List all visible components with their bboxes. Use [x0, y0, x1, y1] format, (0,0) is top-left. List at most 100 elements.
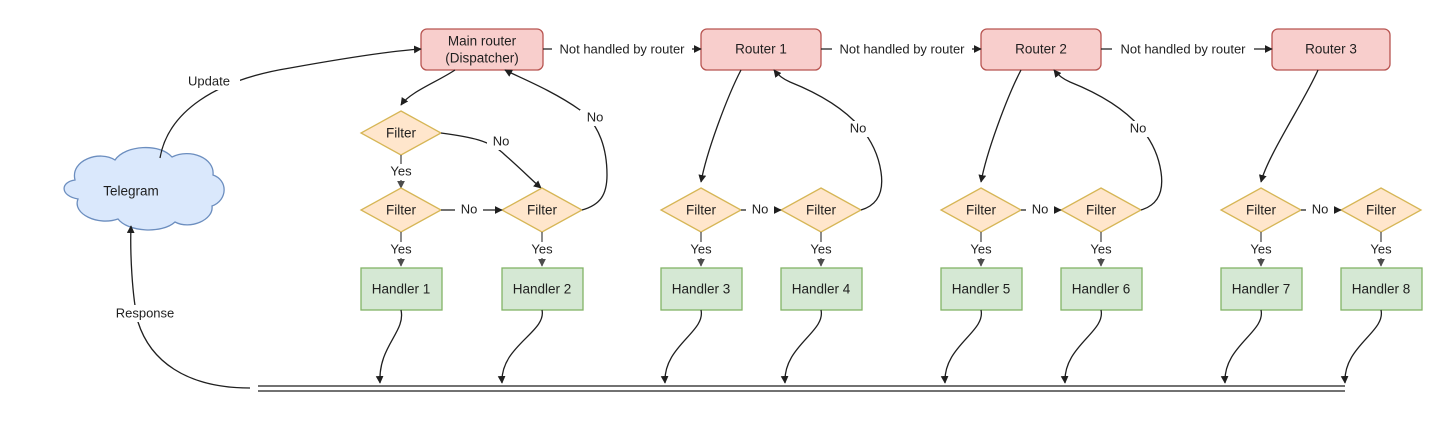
router-2-node[interactable]: Router 2 — [980, 28, 1102, 71]
filter-3-no-edge: No — [741, 201, 782, 218]
handler-4-box — [780, 267, 863, 311]
filter-1-label: Filter — [386, 203, 417, 218]
handler-7-node[interactable]: Handler 7 — [1220, 267, 1303, 311]
router-2-label: Router 2 — [1015, 42, 1067, 57]
filter-1-yes-edge: Yes — [385, 232, 419, 267]
handler-8-box — [1340, 267, 1423, 311]
edge-label-yes-1: Yes — [390, 241, 412, 256]
handler-4-label: Handler 4 — [792, 282, 851, 297]
router-3-node[interactable]: Router 3 — [1271, 28, 1391, 71]
handler-1-node[interactable]: Handler 1 — [360, 267, 443, 311]
handler-5-box — [940, 267, 1023, 311]
filter-7-node[interactable]: Filter — [1219, 187, 1303, 233]
edge-label-no-2: No — [752, 201, 769, 216]
filter-8-label: Filter — [1366, 203, 1397, 218]
handler-1-label: Handler 1 — [372, 282, 431, 297]
filter-4-yes-edge: Yes — [805, 232, 839, 267]
filter-top-no-edge: No — [440, 132, 542, 189]
main-router-label-line2: (Dispatcher) — [445, 51, 519, 66]
handler-7-box — [1220, 267, 1303, 311]
filter-3-yes-edge: Yes — [685, 232, 719, 267]
main-router-node[interactable]: Main router (Dispatcher) — [420, 28, 544, 71]
handler-7-label: Handler 7 — [1232, 282, 1291, 297]
router-chain-edges: Not handled by router Not handled by rou… — [543, 41, 1273, 58]
handler-5-label: Handler 5 — [952, 282, 1011, 297]
handler-5-node[interactable]: Handler 5 — [940, 267, 1023, 311]
handler-6-label: Handler 6 — [1072, 282, 1131, 297]
handler-8-node[interactable]: Handler 8 — [1340, 267, 1423, 311]
handler-3-node[interactable]: Handler 3 — [660, 267, 743, 311]
edge-label-no-back-main: No — [587, 109, 604, 124]
cloud-label: Telegram — [103, 184, 159, 199]
handler-to-collector-edges — [375, 309, 1382, 384]
handler-6-box — [1060, 267, 1143, 311]
filter-7-no-edge: No — [1301, 201, 1342, 218]
filter-7-label: Filter — [1246, 203, 1277, 218]
filter-8-node[interactable]: Filter — [1339, 187, 1423, 233]
filter-2-no-back-edge: No — [504, 69, 610, 211]
filter-3-node[interactable]: Filter — [659, 187, 743, 233]
filter-8-yes-edge: Yes — [1365, 232, 1399, 267]
telegram-cloud[interactable]: Telegram — [63, 146, 225, 231]
filter-1-no-edge: No — [441, 201, 503, 218]
edge-label-not-handled-2: Not handled by router — [839, 41, 965, 56]
router-2-to-filter-5-edge — [978, 69, 1022, 183]
filter-5-label: Filter — [966, 203, 997, 218]
router-1-node[interactable]: Router 1 — [700, 28, 822, 71]
edge-label-update: Update — [188, 73, 230, 88]
handler-2-label: Handler 2 — [513, 282, 572, 297]
edge-label-response: Response — [116, 305, 175, 320]
edge-label-yes-5: Yes — [970, 241, 992, 256]
filter-6-no-back-edge: No — [1053, 69, 1163, 211]
filter-2-yes-edge: Yes — [526, 232, 560, 267]
filter-4-label: Filter — [806, 203, 837, 218]
router-1-to-filter-3-edge — [698, 69, 742, 183]
response-edge: Response — [105, 225, 251, 389]
collector-bar — [258, 385, 1345, 392]
router-1-label: Router 1 — [735, 42, 787, 57]
filter-5-yes-edge: Yes — [965, 232, 999, 267]
cloud-shape — [63, 146, 225, 231]
edge-label-yes-6: Yes — [1090, 241, 1112, 256]
update-edge: Update — [159, 45, 422, 159]
filter-3-label: Filter — [686, 203, 717, 218]
edge-label-no-back-1: No — [850, 120, 867, 135]
edge-label-not-handled-3: Not handled by router — [1120, 41, 1246, 56]
handler-8-label: Handler 8 — [1352, 282, 1411, 297]
edge-label-yes-8: Yes — [1370, 241, 1392, 256]
filter-5-no-edge: No — [1021, 201, 1062, 218]
handler-4-node[interactable]: Handler 4 — [780, 267, 863, 311]
handler-1-box — [360, 267, 443, 311]
filter-2-node[interactable]: Filter — [500, 187, 584, 233]
handler-3-box — [660, 267, 743, 311]
handler-6-node[interactable]: Handler 6 — [1060, 267, 1143, 311]
edge-label-not-handled-1: Not handled by router — [559, 41, 685, 56]
handler-2-box — [501, 267, 584, 311]
filter-4-node[interactable]: Filter — [779, 187, 863, 233]
filter-6-yes-edge: Yes — [1085, 232, 1119, 267]
main-router-to-filter-top-edge — [400, 69, 456, 106]
edge-label-yes-2: Yes — [531, 241, 553, 256]
filter-4-no-back-edge: No — [773, 69, 883, 211]
edge-label-no-back-2: No — [1130, 120, 1147, 135]
edge-label-no-3: No — [1032, 201, 1049, 216]
handler-3-label: Handler 3 — [672, 282, 731, 297]
filter-7-yes-edge: Yes — [1245, 232, 1279, 267]
filter-top-yes-edge: Yes — [385, 155, 419, 189]
filter-1-node[interactable]: Filter — [359, 187, 443, 233]
main-router-label-line1: Main router — [448, 34, 517, 49]
filter-6-node[interactable]: Filter — [1059, 187, 1143, 233]
filter-top-main-label: Filter — [386, 126, 417, 141]
router-3-to-filter-7-edge — [1258, 69, 1319, 183]
filter-2-label: Filter — [527, 203, 558, 218]
edge-label-no-top: No — [493, 133, 510, 148]
filter-top-main-node[interactable]: Filter — [359, 110, 443, 156]
edge-label-yes-4: Yes — [810, 241, 832, 256]
handler-2-node[interactable]: Handler 2 — [501, 267, 584, 311]
edge-label-yes-top: Yes — [390, 163, 412, 178]
edge-label-no-4: No — [1312, 201, 1329, 216]
edge-label-yes-7: Yes — [1250, 241, 1272, 256]
filter-5-node[interactable]: Filter — [939, 187, 1023, 233]
filter-6-label: Filter — [1086, 203, 1117, 218]
